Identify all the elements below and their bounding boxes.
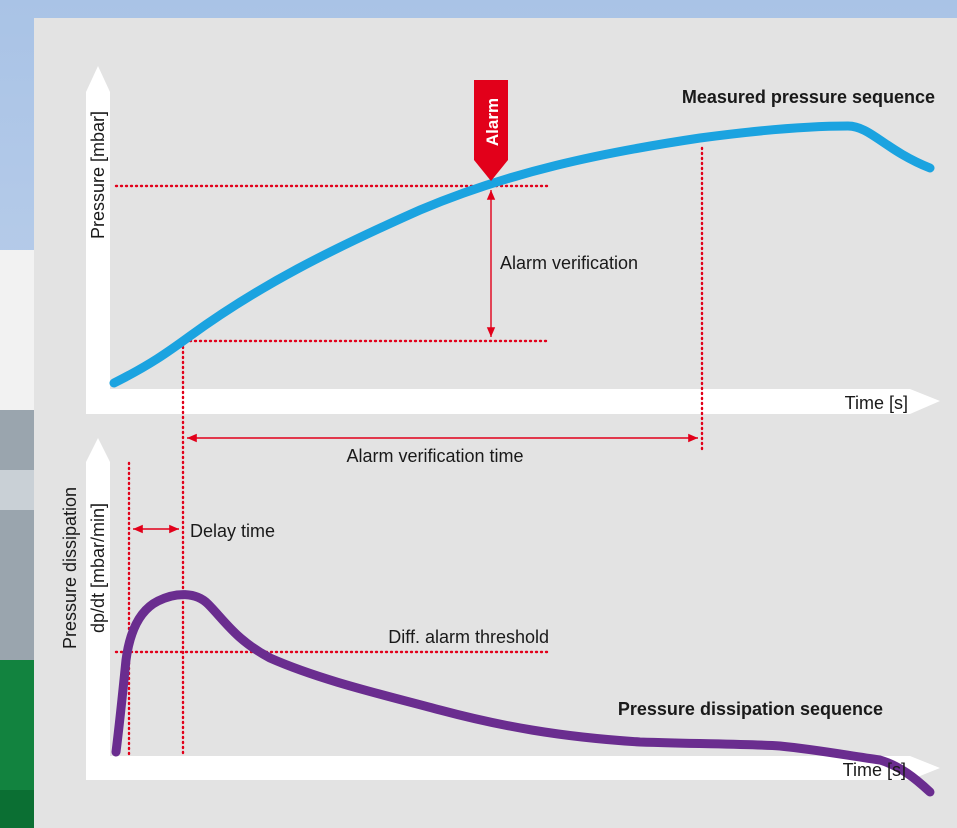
top-axes — [86, 66, 940, 414]
measure-arrows — [133, 190, 698, 534]
top-x-axis-label: Time [s] — [845, 393, 908, 413]
alarm-marker: Alarm — [474, 80, 508, 181]
top-chart-title: Measured pressure sequence — [682, 87, 935, 107]
bottom-y-axis-label-line2: dp/dt [mbar/min] — [88, 503, 108, 633]
bottom-axes — [86, 438, 940, 780]
top-y-axis-arrow — [86, 66, 110, 414]
alarm-label: Alarm — [483, 98, 502, 146]
pressure-dissipation-curve — [111, 590, 935, 797]
bottom-y-axis-arrow — [86, 438, 110, 780]
top-x-axis-arrow — [86, 389, 940, 414]
threshold-label: Diff. alarm threshold — [388, 627, 549, 647]
bottom-chart-title: Pressure dissipation sequence — [618, 699, 883, 719]
delay-time-label: Delay time — [190, 521, 275, 541]
top-y-axis-label: Pressure [mbar] — [88, 111, 108, 239]
bottom-x-axis-arrow — [86, 756, 940, 780]
measured-pressure-curve — [109, 121, 935, 388]
alarm-verification-label: Alarm verification — [500, 253, 638, 273]
bottom-y-axis-label-line1: Pressure dissipation — [60, 487, 80, 649]
alarm-flag — [474, 80, 508, 181]
bottom-x-axis-label: Time [s] — [843, 760, 906, 780]
alarm-verification-time-label: Alarm verification time — [346, 446, 523, 466]
